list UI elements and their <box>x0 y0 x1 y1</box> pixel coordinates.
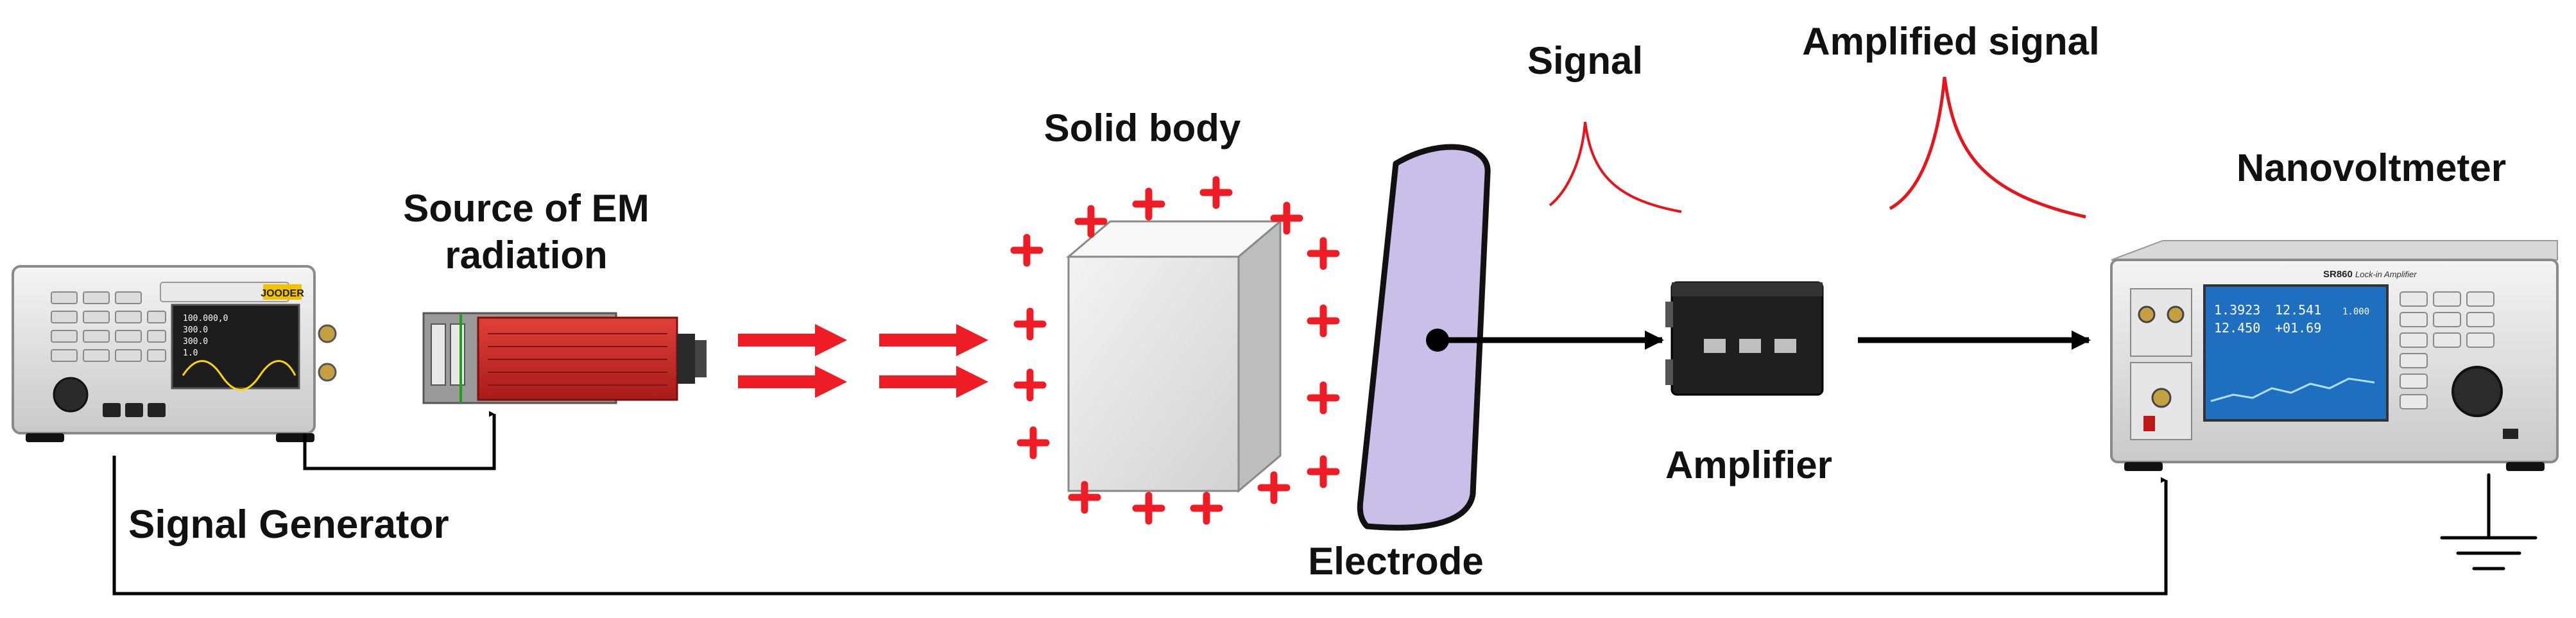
sine-wave-icon <box>182 360 296 391</box>
generator-screen <box>171 304 300 390</box>
generator-reading-3: 300.0 <box>183 337 208 347</box>
generator-knob <box>53 377 89 413</box>
plus-charge-icon <box>1199 176 1233 209</box>
label-amplifier: Amplifier <box>1665 443 1832 486</box>
signal-generator-device: JOODER 100.000,0 300.0 300.0 1.0 <box>12 265 337 442</box>
lockin-knob <box>2451 366 2503 417</box>
generator-output-connector <box>318 324 337 343</box>
plus-charge-icon <box>1132 187 1165 221</box>
lockin-title: Lock-in Amplifier <box>2355 270 2417 279</box>
label-signal: Signal <box>1527 39 1643 82</box>
arrow-icon <box>738 324 847 356</box>
amplified-signal-curve <box>1889 76 2086 219</box>
amplifier-device <box>1665 281 1824 396</box>
label-solid-body: Solid body <box>1044 107 1241 150</box>
label-source-line-2: radiation <box>445 234 607 277</box>
lockin-screen <box>2203 284 2389 422</box>
plus-charge-icon <box>1013 368 1047 402</box>
plus-charge-icon <box>1068 481 1101 514</box>
plus-charge-icon <box>1010 234 1043 267</box>
lockin-reading-5: 1.000 <box>2342 307 2369 317</box>
em-radiation-source <box>422 312 707 404</box>
surface-charges <box>1010 176 1340 525</box>
generator-keypad <box>51 291 166 362</box>
plus-charge-icon <box>1013 307 1047 341</box>
generator-reading-4: 1.0 <box>183 348 198 358</box>
plus-charge-icon <box>1190 492 1223 525</box>
label-nanovoltmeter: Nanovoltmeter <box>2237 146 2506 189</box>
label-amplified-signal: Amplified signal <box>1802 20 2099 63</box>
label-source-line-1: Source of EM <box>403 187 649 230</box>
plus-charge-icon <box>1257 471 1291 504</box>
lockin-reading-3: 12.450 <box>2214 320 2260 336</box>
lockin-input-connector <box>2151 388 2172 408</box>
plus-charge-icon <box>1307 237 1340 270</box>
signal-curve <box>1549 121 1682 213</box>
nanovoltmeter-device: SR860 Lock-in Amplifier 1.3923 12.541 12… <box>2110 240 2559 471</box>
radiation-arrows <box>738 324 988 398</box>
label-signal-generator: Signal Generator <box>128 502 449 547</box>
arrow-icon <box>879 324 988 356</box>
arrow-icon <box>879 366 988 398</box>
lockin-reading-4: +01.69 <box>2275 320 2321 336</box>
plus-charge-icon <box>1307 381 1340 415</box>
generator-reference-wire <box>112 456 2168 596</box>
plus-charge-icon <box>1132 492 1165 525</box>
generator-to-source-wire <box>303 411 496 470</box>
plus-charge-icon <box>1270 202 1303 235</box>
plus-charge-icon <box>1074 205 1108 238</box>
plus-charge-icon <box>1017 426 1050 459</box>
lockin-model: SR860 <box>2323 269 2353 280</box>
arrow-icon <box>738 366 847 398</box>
lockin-reading-1: 1.3923 <box>2214 302 2260 318</box>
generator-reading-2: 300.0 <box>183 325 208 335</box>
generator-reading-1: 100.000,0 <box>183 314 228 323</box>
lockin-reading-2: 12.541 <box>2275 302 2321 318</box>
plus-charge-icon <box>1307 455 1340 488</box>
solid-body-cube <box>1065 219 1284 494</box>
generator-brand: JOODER <box>261 288 304 299</box>
label-electrode: Electrode <box>1308 540 1483 583</box>
plus-charge-icon <box>1307 304 1340 338</box>
ground-icon <box>2440 473 2537 571</box>
electrode-plate <box>1357 144 1491 531</box>
